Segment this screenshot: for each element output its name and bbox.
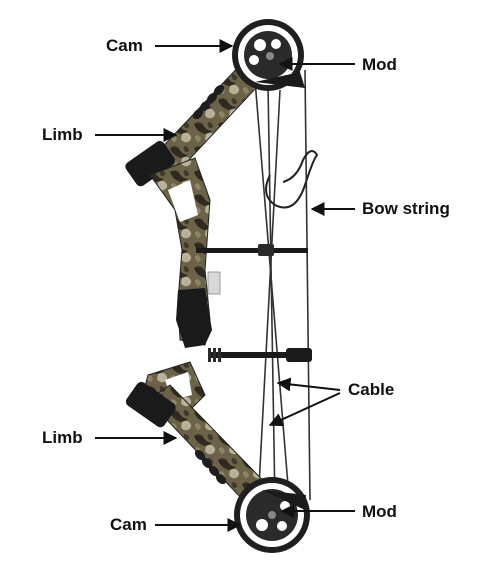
label-limb-top: Limb <box>42 125 83 144</box>
cable-2 <box>257 89 281 506</box>
label-limb-bottom: Limb <box>42 428 83 447</box>
bottom-limb-pocket <box>125 381 176 428</box>
cable-3 <box>267 84 276 506</box>
label-mod-top: Mod <box>362 55 397 74</box>
grip <box>176 288 212 348</box>
riser-cutout-top <box>168 180 198 222</box>
label-cam-top: Cam <box>106 36 143 55</box>
cable-1 <box>254 79 291 511</box>
bow-strings <box>254 69 311 511</box>
label-cable: Cable <box>348 380 395 399</box>
label-bow-string: Bow string <box>362 199 450 218</box>
top-cam <box>232 19 305 91</box>
bottom-cam <box>234 477 310 553</box>
cable-guard <box>196 244 308 256</box>
stabilizer <box>208 348 312 362</box>
arrow-rest <box>207 271 221 295</box>
bottom-limb-dampener <box>194 449 227 485</box>
label-cam-bottom: Cam <box>110 515 147 534</box>
annotation-arrows <box>95 39 355 532</box>
d-loop <box>265 150 319 209</box>
bow-string <box>304 69 311 501</box>
top-limb-pocket <box>125 140 176 187</box>
top-limb-dampener <box>192 84 225 120</box>
arrow-cable-2 <box>268 392 341 427</box>
arrow-cable-1 <box>276 377 341 392</box>
label-mod-bottom: Mod <box>362 502 397 521</box>
